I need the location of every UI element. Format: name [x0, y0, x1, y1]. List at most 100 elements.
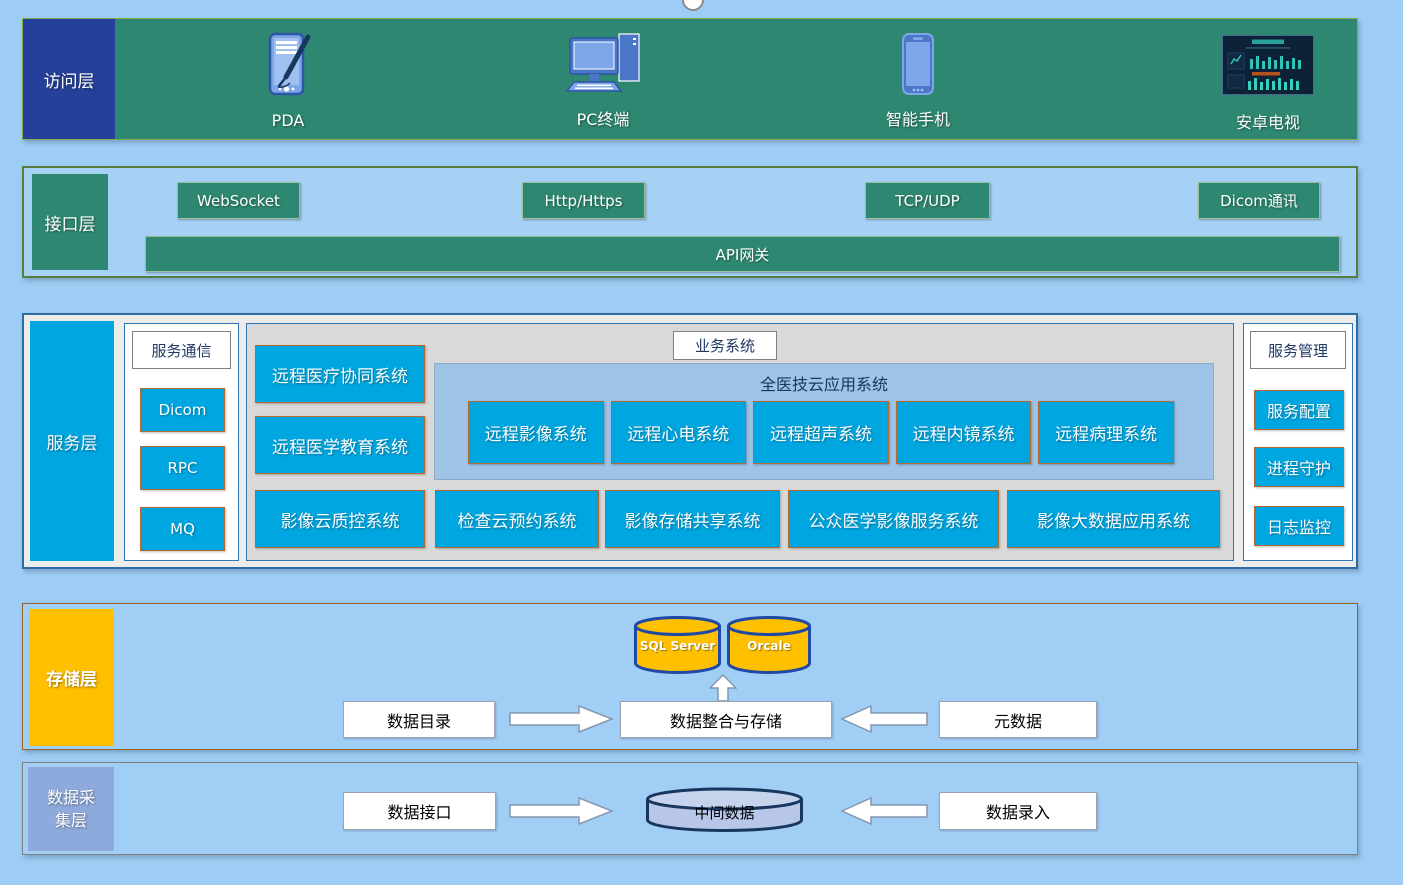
business-systems-title-text: 业务系统 — [694, 337, 755, 355]
database-oracle[interactable]: Orcale — [726, 615, 812, 675]
system-public-medical-imaging[interactable]: 公众医学影像服务系统 — [788, 490, 999, 548]
protocol-tcp-udp[interactable]: TCP/UDP — [865, 182, 990, 219]
data-entry-label: 数据录入 — [985, 803, 1050, 822]
business-systems-title: 业务系统 — [673, 331, 777, 360]
storage-layer-label-text: 存储层 — [46, 670, 97, 690]
service-mgmt-title-text: 服务管理 — [1267, 341, 1328, 360]
intermediate-data-label: 中间数据 — [694, 804, 755, 822]
service-comm-panel: 服务通信 Dicom RPC MQ — [124, 323, 239, 561]
data-entry-box[interactable]: 数据录入 — [939, 792, 1097, 830]
database-label: SQL Server — [639, 639, 716, 653]
protocol-label: TCP/UDP — [895, 191, 960, 210]
service-mgmt-panel: 服务管理 服务配置 进程守护 日志监控 — [1243, 323, 1353, 561]
access-item-android-tv[interactable]: 安卓电视 — [1178, 35, 1358, 133]
arrow-right-icon — [509, 796, 615, 829]
service-layer[interactable]: 服务层 服务通信 Dicom RPC MQ 业务系统 远程医疗协同系统 远程医学… — [22, 313, 1358, 569]
system-imaging-qc[interactable]: 影像云质控系统 — [255, 490, 425, 548]
system-label: 远程病理系统 — [1055, 425, 1158, 445]
system-label: 远程医疗协同系统 — [272, 366, 408, 387]
system-label: 远程影像系统 — [484, 425, 587, 445]
storage-layer[interactable]: 存储层 SQL Server Orcale 数据目录 — [22, 603, 1358, 750]
system-label: 影像云质控系统 — [280, 511, 400, 532]
intermediate-data-cylinder[interactable]: 中间数据 — [645, 786, 804, 834]
protocol-label: WebSocket — [197, 191, 280, 210]
mgmt-item-service-config[interactable]: 服务配置 — [1254, 390, 1344, 430]
comm-item-label: Dicom — [158, 401, 207, 419]
database-label: Orcale — [747, 639, 791, 653]
protocol-label: Http/Https — [544, 191, 623, 210]
data-collection-layer[interactable]: 数据采集层 数据接口 中间数据 数据录入 — [22, 762, 1358, 855]
system-label: 影像大数据应用系统 — [1037, 511, 1190, 532]
metadata-box[interactable]: 元数据 — [939, 701, 1097, 738]
selection-handle[interactable] — [682, 0, 704, 11]
data-integration-storage-label: 数据整合与存储 — [669, 711, 782, 731]
smartphone-icon — [901, 32, 935, 100]
storage-layer-label: 存储层 — [29, 609, 114, 746]
mgmt-item-log-monitor[interactable]: 日志监控 — [1254, 506, 1344, 546]
service-layer-label-text: 服务层 — [46, 433, 98, 454]
comm-item-label: MQ — [170, 520, 195, 538]
protocol-http-https[interactable]: Http/Https — [522, 182, 645, 219]
interface-layer-label: 接口层 — [32, 174, 108, 270]
system-remote-ecg[interactable]: 远程心电系统 — [610, 401, 747, 464]
access-layer[interactable]: 访问层 PDA — [22, 18, 1358, 140]
comm-item-mq[interactable]: MQ — [140, 507, 225, 551]
system-label: 远程超声系统 — [769, 425, 872, 445]
mgmt-item-process-guard[interactable]: 进程守护 — [1254, 447, 1344, 487]
android-tv-dashboard-icon — [1222, 35, 1314, 99]
data-collection-layer-label-text: 数据采集层 — [46, 787, 95, 830]
business-systems-panel: 业务系统 远程医疗协同系统 远程医学教育系统 影像云质控系统 全医技云应用系统 … — [246, 323, 1234, 561]
system-image-storage-sharing[interactable]: 影像存储共享系统 — [605, 490, 780, 548]
service-layer-label: 服务层 — [30, 321, 114, 561]
access-item-label: PDA — [271, 111, 305, 130]
protocol-dicom[interactable]: Dicom通讯 — [1198, 182, 1320, 219]
system-imaging-bigdata[interactable]: 影像大数据应用系统 — [1007, 490, 1220, 548]
arrow-right-icon — [509, 704, 615, 737]
access-item-pda[interactable]: PDA — [228, 32, 348, 130]
access-item-label: 智能手机 — [885, 110, 950, 129]
medtech-cloud-app-container: 全医技云应用系统 远程影像系统 远程心电系统 远程超声系统 远程内镜系统 远程病… — [434, 363, 1214, 480]
api-gateway-bar[interactable]: API网关 — [145, 236, 1340, 272]
system-label: 公众医学影像服务系统 — [808, 511, 979, 532]
access-item-label: 安卓电视 — [1235, 113, 1300, 132]
data-catalog-label: 数据目录 — [386, 711, 451, 731]
metadata-label: 元数据 — [993, 711, 1042, 731]
system-label: 远程医学教育系统 — [272, 437, 408, 458]
system-label: 远程内镜系统 — [912, 425, 1015, 445]
system-label: 远程心电系统 — [627, 425, 730, 445]
comm-item-label: RPC — [167, 459, 198, 477]
mgmt-item-label: 服务配置 — [1266, 402, 1331, 421]
api-gateway-label: API网关 — [715, 245, 770, 264]
data-catalog-box[interactable]: 数据目录 — [343, 701, 495, 738]
data-interface-label: 数据接口 — [387, 803, 452, 822]
comm-item-dicom[interactable]: Dicom — [140, 388, 225, 432]
system-remote-imaging[interactable]: 远程影像系统 — [468, 401, 604, 464]
interface-layer[interactable]: 接口层 WebSocket Http/Https TCP/UDP Dicom通讯… — [22, 166, 1358, 278]
access-item-pc[interactable]: PC终端 — [523, 32, 683, 130]
service-comm-title-text: 服务通信 — [151, 341, 212, 360]
system-medical-education[interactable]: 远程医学教育系统 — [255, 416, 425, 474]
system-telemedicine-collab[interactable]: 远程医疗协同系统 — [255, 345, 425, 403]
arrow-left-icon — [840, 796, 928, 829]
mgmt-item-label: 进程守护 — [1266, 459, 1331, 478]
interface-layer-label-text: 接口层 — [44, 214, 96, 235]
medtech-cloud-row: 远程影像系统 远程心电系统 远程超声系统 远程内镜系统 远程病理系统 — [468, 401, 1174, 464]
system-exam-cloud-booking[interactable]: 检查云预约系统 — [435, 490, 599, 548]
system-remote-ultrasound[interactable]: 远程超声系统 — [753, 401, 889, 464]
system-remote-endoscopy[interactable]: 远程内镜系统 — [895, 401, 1032, 464]
data-integration-storage-box[interactable]: 数据整合与存储 — [620, 701, 832, 738]
data-interface-box[interactable]: 数据接口 — [343, 792, 496, 830]
protocol-websocket[interactable]: WebSocket — [177, 182, 300, 219]
access-layer-label-text: 访问层 — [43, 71, 95, 92]
flat-cylinder-icon — [646, 787, 803, 832]
database-cylinder-icon — [727, 616, 811, 674]
system-remote-pathology[interactable]: 远程病理系统 — [1038, 401, 1174, 464]
comm-item-rpc[interactable]: RPC — [140, 446, 225, 490]
database-sqlserver[interactable]: SQL Server — [633, 615, 722, 675]
access-item-smartphone[interactable]: 智能手机 — [843, 32, 993, 130]
mgmt-item-label: 日志监控 — [1266, 518, 1331, 537]
protocol-label: Dicom通讯 — [1220, 192, 1298, 210]
data-collection-layer-label: 数据采集层 — [28, 767, 114, 851]
arrow-left-icon — [840, 704, 928, 737]
